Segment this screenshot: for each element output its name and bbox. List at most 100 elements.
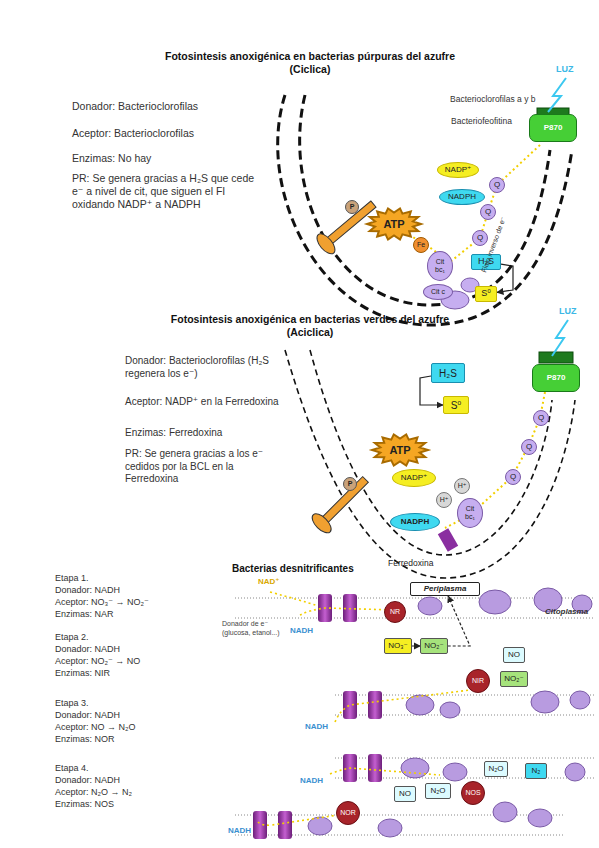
node-text: P — [348, 480, 353, 488]
node-text: ATP — [389, 444, 410, 456]
electron-path — [400, 145, 540, 262]
node-text: NO — [399, 790, 411, 799]
node-text: Cit bc₁ — [463, 505, 477, 520]
light-bolt — [548, 78, 566, 112]
section-title: Fotosintesis anoxigénica en bacterias ve… — [150, 313, 470, 339]
enzyme-circle: NR — [384, 601, 406, 623]
part-label: Bacterioclorofilas a y b — [450, 94, 536, 105]
compartment-box: Periplasma — [410, 582, 480, 596]
nitrite-box: NO₂⁻ — [500, 671, 527, 687]
nitrate-box: NO₃⁻ — [384, 638, 411, 654]
node-text: Q — [526, 443, 532, 452]
node-text: S⁰ — [481, 289, 491, 299]
note-text: Donador: Bacterioclorofilas — [72, 100, 198, 113]
step-label: Enzimas: NAR — [55, 609, 114, 620]
step-label: Etapa 2. — [55, 632, 89, 643]
quinone: Q — [505, 469, 521, 485]
section-title: Bacterias desnitrificantes — [232, 563, 354, 576]
note-text: Donador: Bacterioclorofilas (H₂S regener… — [125, 355, 275, 380]
light-bolt — [552, 320, 568, 356]
fe-cluster: Fe — [413, 237, 429, 253]
proton: H⁺ — [436, 492, 453, 509]
phosphate: P — [345, 200, 359, 214]
reaction-arrow — [412, 645, 421, 646]
step-label: Enzimas: NIR — [55, 668, 110, 679]
node-text: Q — [538, 414, 544, 423]
node-text: Fe — [417, 241, 425, 249]
node-text: P — [350, 203, 355, 211]
node-text: Periplasma — [424, 585, 467, 594]
step-label: Etapa 3. — [55, 698, 89, 709]
node-text: P870 — [547, 374, 566, 383]
node-text: NADP⁺ — [401, 474, 427, 483]
node-text: NO₂⁻ — [504, 675, 523, 684]
h2s-box: H₂S — [431, 363, 465, 383]
atp-burst: ATP — [372, 434, 428, 466]
node-text: NOR — [340, 809, 356, 817]
ferredoxin-shape — [438, 528, 458, 551]
molecule-label: NADH — [305, 722, 328, 732]
note-text: Aceptor: Bacterioclorofilas — [72, 127, 194, 140]
node-text: ATP — [383, 218, 404, 230]
step-label: Aceptor: NO₃⁻ → NO₂⁻ — [55, 597, 149, 608]
part-label: Ferredoxina — [388, 558, 433, 569]
molecule-label: NADH — [228, 826, 251, 836]
no-box: NO — [394, 786, 416, 802]
nitrite-box: NO₂⁻ — [420, 638, 447, 654]
step-label: Donador: NADH — [55, 775, 120, 786]
node-text: P870 — [544, 124, 563, 133]
no-box: NO — [503, 647, 525, 663]
node-text: NR — [390, 608, 400, 616]
node-text: NO — [508, 651, 520, 660]
node-text: N₂O — [430, 787, 445, 796]
node-text: H₂S — [439, 368, 457, 379]
compartment-label: Citoplasma — [545, 607, 588, 617]
node-text: NO₃⁻ — [388, 642, 407, 651]
node-text: H⁺ — [440, 496, 449, 504]
atp-synthase — [309, 471, 374, 536]
enzyme-circle: NOS — [461, 781, 485, 805]
proton: H⁺ — [454, 478, 471, 495]
part-label: Bacteriofeofitina — [451, 116, 512, 127]
step-label: Enzimas: NOR — [55, 734, 115, 745]
quinone: Q — [533, 410, 549, 426]
step-label: Enzimas: NOS — [55, 799, 114, 810]
step-label: Donador: NADH — [55, 644, 120, 655]
step-label: Donador: NADH — [55, 585, 120, 596]
note-text: Enzimas: No hay — [72, 152, 151, 165]
n2-box: N₂ — [525, 763, 547, 779]
node-text: NOS — [465, 789, 480, 797]
quinone: Q — [480, 204, 496, 220]
reaction-center: P870 — [532, 364, 580, 392]
molecule-label: NADH — [300, 776, 323, 786]
note-text: PR: Se genera gracias a H₂S que cede e⁻ … — [72, 172, 260, 211]
quinone: Q — [489, 177, 505, 193]
node-text: Q — [477, 234, 483, 243]
cytochrome: Cit bc₁ — [457, 498, 483, 528]
nadph-ellipse: NADPH — [439, 189, 485, 205]
node-text: H⁺ — [458, 482, 467, 490]
note-text: Enzimas: Ferredoxina — [125, 427, 222, 440]
reaction-arrow — [448, 596, 470, 646]
quinone: Q — [521, 439, 537, 455]
note-text: PR: Se genera gracias a los e⁻ cedidos p… — [125, 448, 275, 486]
step-label: Aceptor: N₂O → N₂ — [55, 787, 132, 798]
cytochrome: Cit c — [423, 284, 453, 300]
membrane — [278, 95, 572, 325]
node-text: NADPH — [401, 518, 429, 527]
node-text: Q — [485, 208, 491, 217]
nadp-ellipse: NADP⁺ — [392, 469, 436, 487]
sulfur-box: S⁰ — [475, 286, 497, 302]
node-text: NO₂⁻ — [424, 642, 443, 651]
note-text: Aceptor: NADP⁺ en la Ferredoxina — [125, 396, 280, 409]
node-text: NADP⁺ — [445, 166, 471, 175]
node-text: NIR — [472, 677, 484, 685]
light-label: LUZ — [556, 64, 574, 75]
electron-path — [258, 592, 470, 825]
step-label: Donador: NADH — [55, 710, 120, 721]
step-label: Etapa 1. — [55, 573, 89, 584]
light-label: LUZ — [559, 306, 577, 317]
node-text: S⁰ — [451, 400, 462, 411]
step-label: Aceptor: NO → N₂O — [55, 722, 136, 733]
